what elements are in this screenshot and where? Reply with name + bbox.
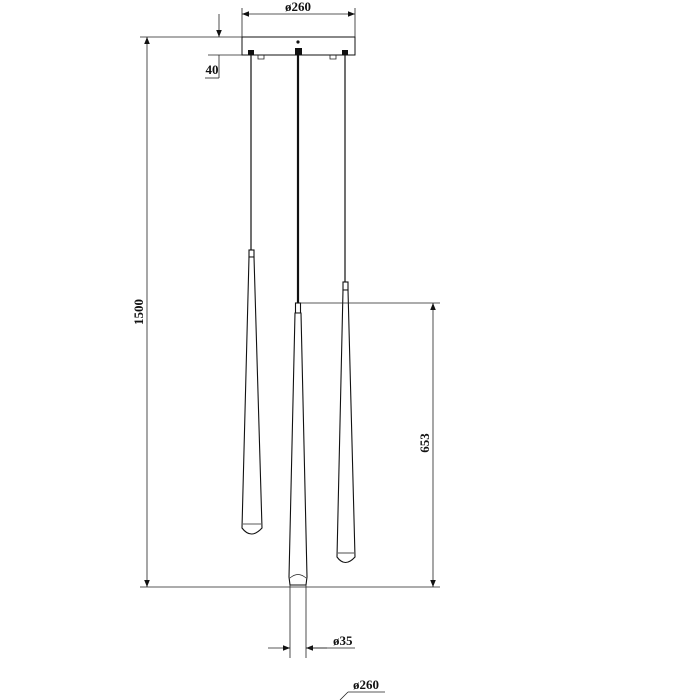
canopy-clip-left (257, 55, 265, 60)
total-height-label: 1500 (131, 299, 146, 325)
pendant-center-cap (294, 302, 302, 314)
pendant-right-body (336, 289, 356, 564)
pendant-left (241, 249, 263, 535)
canopy-mount-right (342, 50, 348, 55)
pendant-center-body (288, 312, 308, 586)
pendant-center (288, 302, 308, 586)
canopy-diameter-label: ø260 (285, 0, 311, 14)
dimension-total-height: 1500 (131, 37, 440, 588)
cables (250, 55, 346, 303)
pendant-center-lens (289, 574, 307, 579)
pendant-diameter-label: ø35 (333, 633, 353, 648)
pendant-length-label: 653 (417, 433, 432, 453)
canopy-screw (296, 40, 300, 44)
canopy-mount-left (248, 50, 254, 55)
canopy-clip-right (329, 55, 337, 60)
layout-diameter-label: ø260 (353, 677, 379, 692)
pendant-left-cap (248, 249, 255, 258)
dimension-pendant-diameter: ø35 (268, 585, 355, 658)
dimension-canopy-height: 40 (140, 14, 242, 79)
canopy-mount-center (295, 48, 302, 55)
dimension-canopy-diameter: ø260 (241, 0, 356, 37)
pendant-right (336, 281, 356, 564)
dimension-layout-diameter: ø260 (339, 677, 385, 700)
pendant-left-body (241, 256, 263, 535)
dimension-pendant-length: 653 (300, 302, 440, 587)
pendant-right-cap (342, 281, 349, 291)
canopy-height-label: 40 (206, 62, 219, 77)
